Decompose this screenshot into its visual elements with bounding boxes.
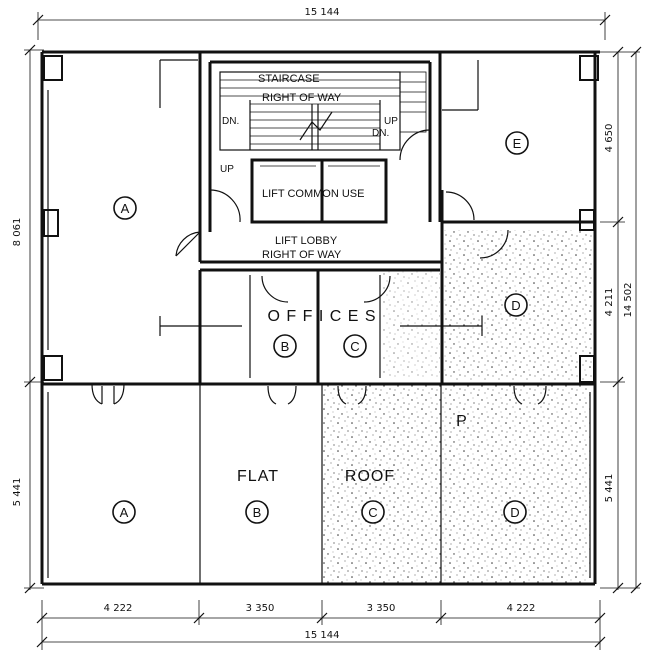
svg-text:B: B (253, 505, 262, 520)
svg-text:B: B (281, 339, 290, 354)
unit-c-office: C (343, 334, 367, 358)
left-lower-dimension: 5 441 (12, 478, 23, 507)
bottom-total-dimension: 15 144 (305, 630, 340, 641)
lobby-label-1: LIFT LOBBY (275, 235, 338, 247)
up-right-label: UP (384, 116, 398, 127)
svg-text:A: A (121, 201, 130, 216)
svg-text:D: D (511, 298, 520, 313)
unit-b-office: B (273, 334, 297, 358)
right-lower-dimension: 5 441 (604, 474, 615, 503)
bottom-dimension-2: 3 350 (246, 603, 275, 614)
lobby-label-2: RIGHT OF WAY (262, 249, 342, 261)
top-total-dimension: 15 144 (305, 7, 340, 18)
bottom-dimension-3: 3 350 (367, 603, 396, 614)
unit-a-upper: A (113, 196, 137, 220)
flat-label: FLAT (237, 468, 279, 485)
right-total-dimension: 14 502 (623, 283, 634, 318)
right-dimension: 4 650 4 211 5 441 14 502 (600, 46, 642, 594)
unit-b-lower: B (245, 500, 269, 524)
bottom-dimension: 4 222 3 350 3 350 4 222 15 144 (36, 600, 606, 650)
svg-text:D: D (510, 505, 519, 520)
core-walls (159, 52, 595, 270)
unit-a-lower: A (112, 500, 136, 524)
lift-shafts (250, 158, 388, 224)
office-walls (159, 262, 483, 384)
outer-walls (40, 50, 600, 586)
bottom-dimension-1: 4 222 (104, 603, 133, 614)
right-middle-dimension: 4 211 (604, 288, 615, 317)
up-left-label: UP (220, 164, 234, 175)
right-upper-dimension: 4 650 (604, 124, 615, 153)
p-label: P (456, 413, 468, 430)
unit-d-lower: D (503, 500, 527, 524)
top-dimension: 15 144 (32, 7, 611, 40)
unit-c-lower: C (361, 500, 385, 524)
lift-label: LIFT COMMON USE (262, 188, 364, 200)
stipple-roof (322, 384, 590, 584)
svg-text:C: C (350, 339, 359, 354)
lower-partitions (199, 384, 442, 584)
double-doors (91, 383, 547, 405)
staircase-label: STAIRCASE (258, 73, 320, 85)
stair-right-of-way-label: RIGHT OF WAY (262, 92, 342, 104)
bottom-dimension-4: 4 222 (507, 603, 536, 614)
dn-right-label: DN. (372, 128, 389, 139)
roof-label: ROOF (345, 468, 395, 485)
svg-text:A: A (120, 505, 129, 520)
stipple-office-c (382, 270, 440, 378)
unit-d-upper: D (504, 293, 528, 317)
offices-label: O F F I C E S (267, 308, 376, 325)
dn-left-label: DN. (222, 116, 239, 127)
staircase-treads (219, 71, 427, 151)
svg-text:C: C (368, 505, 377, 520)
unit-e: E (505, 131, 529, 155)
svg-text:E: E (513, 136, 522, 151)
left-upper-dimension: 8 061 (12, 218, 23, 247)
lobby-walls (175, 129, 509, 272)
left-dimension: 8 061 5 441 (12, 44, 44, 594)
